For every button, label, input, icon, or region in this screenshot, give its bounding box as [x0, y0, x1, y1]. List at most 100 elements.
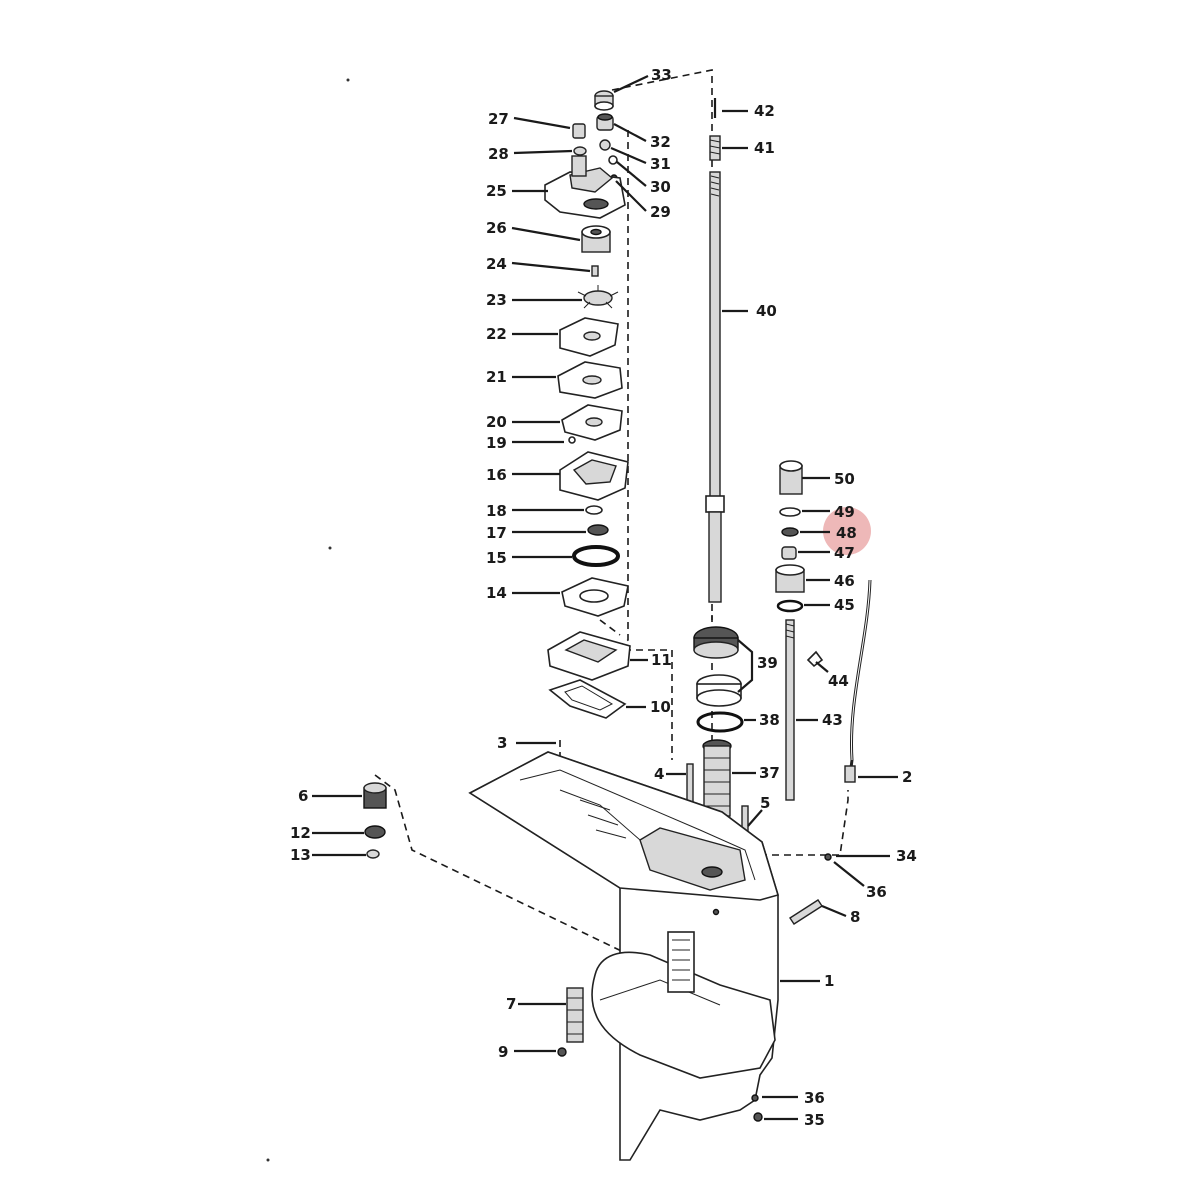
part-15-o-ring: [572, 545, 620, 567]
callout-10: 10: [650, 698, 671, 716]
part-20-gasket: [561, 404, 623, 441]
part-47-bushing: [781, 546, 797, 560]
callout-28: 28: [488, 145, 509, 163]
part-2-speedometer-tube: [844, 579, 872, 783]
callout-32: 32: [650, 133, 671, 151]
part-44-clip: [806, 650, 824, 668]
part-18-washer: [585, 505, 603, 515]
callout-4: 4: [654, 765, 664, 783]
part-17-seal: [587, 524, 609, 536]
part-6-bushing: [363, 782, 387, 809]
part-27-seal: [572, 123, 586, 139]
part-19-dowel-pin: [568, 436, 576, 444]
part-37-needle-bearing: [702, 739, 732, 817]
part-12-washer: [364, 825, 386, 839]
part-8-screw: [789, 899, 823, 925]
callout-7: 7: [506, 995, 516, 1013]
callout-17: 17: [486, 524, 507, 542]
callout-22: 22: [486, 325, 507, 343]
callout-11: 11: [651, 651, 672, 669]
leader-lines: [312, 75, 898, 1121]
callout-14: 14: [486, 584, 507, 602]
callout-50: 50: [834, 470, 855, 488]
part-31-screw: [599, 139, 611, 151]
callout-23: 23: [486, 291, 507, 309]
part-33-cap: [594, 90, 614, 111]
callout-35: 35: [804, 1111, 825, 1129]
part-49-washer: [779, 507, 801, 517]
part-35-screw: [753, 1112, 763, 1122]
callout-27: 27: [488, 110, 509, 128]
part-50-coupler: [779, 460, 803, 495]
callout-13: 13: [290, 846, 311, 864]
callout-3: 3: [497, 734, 507, 752]
part-26-impeller-insert: [581, 225, 611, 253]
scan-specks: [266, 78, 350, 1162]
callout-44: 44: [828, 672, 849, 690]
callout-36-lower: 36: [804, 1089, 825, 1107]
callout-18: 18: [486, 502, 507, 520]
part-9-screw: [557, 1047, 567, 1057]
callout-43: 43: [822, 711, 843, 729]
callout-labels: 33 42 27 32 41 28 31 25 30 29 26 24 23 4…: [290, 66, 917, 1129]
part-25-pump-housing: [544, 155, 626, 219]
callout-2: 2: [902, 768, 912, 786]
part-40-drive-shaft: [705, 171, 725, 603]
callout-42: 42: [754, 102, 775, 120]
part-30-washer: [608, 155, 618, 165]
part-28-washer: [573, 146, 587, 156]
part-11-cover: [547, 631, 631, 681]
part-21-face-plate: [557, 361, 623, 399]
callout-1: 1: [824, 972, 834, 990]
part-41-spring: [709, 135, 721, 161]
callout-5: 5: [760, 794, 770, 812]
callout-20: 20: [486, 413, 507, 431]
callout-21: 21: [486, 368, 507, 386]
callout-37: 37: [759, 764, 780, 782]
callout-34: 34: [896, 847, 917, 865]
callout-24: 24: [486, 255, 507, 273]
callout-15: 15: [486, 549, 507, 567]
callout-33: 33: [651, 66, 672, 84]
callout-36-upper: 36: [866, 883, 887, 901]
part-39-pinion-gear: [693, 626, 742, 707]
part-22-gasket: [559, 317, 619, 357]
part-24-key: [591, 265, 599, 277]
part-10-gasket: [548, 679, 627, 719]
part-23-impeller: [577, 285, 619, 309]
callout-40: 40: [756, 302, 777, 320]
part-16-pump-base: [559, 451, 629, 501]
callout-12: 12: [290, 824, 311, 842]
part-43-shift-shaft: [785, 619, 795, 801]
part-38-shim: [696, 711, 744, 733]
part-46-bushing-housing: [775, 564, 805, 593]
callout-47: 47: [834, 544, 855, 562]
highlight-marker: [823, 507, 871, 555]
callout-16: 16: [486, 466, 507, 484]
callout-25: 25: [486, 182, 507, 200]
callout-38: 38: [759, 711, 780, 729]
part-14-gasket: [561, 577, 629, 617]
part-34-fitting: [824, 853, 832, 861]
callout-46: 46: [834, 572, 855, 590]
part-1-gear-housing: [468, 751, 780, 1161]
part-13-nut: [366, 849, 380, 859]
callout-29: 29: [650, 203, 671, 221]
callout-26: 26: [486, 219, 507, 237]
part-48-seal: [781, 527, 799, 537]
callout-6: 6: [298, 787, 308, 805]
part-7-anode: [566, 987, 584, 1043]
part-32-grommet: [596, 113, 614, 131]
part-45-o-ring: [776, 599, 804, 613]
callout-41: 41: [754, 139, 775, 157]
callout-45: 45: [834, 596, 855, 614]
callout-19: 19: [486, 434, 507, 452]
callout-39: 39: [757, 654, 778, 672]
callout-8: 8: [850, 908, 860, 926]
callout-49: 49: [834, 503, 855, 521]
callout-31: 31: [650, 155, 671, 173]
callout-30: 30: [650, 178, 671, 196]
callout-48: 48: [836, 524, 857, 542]
